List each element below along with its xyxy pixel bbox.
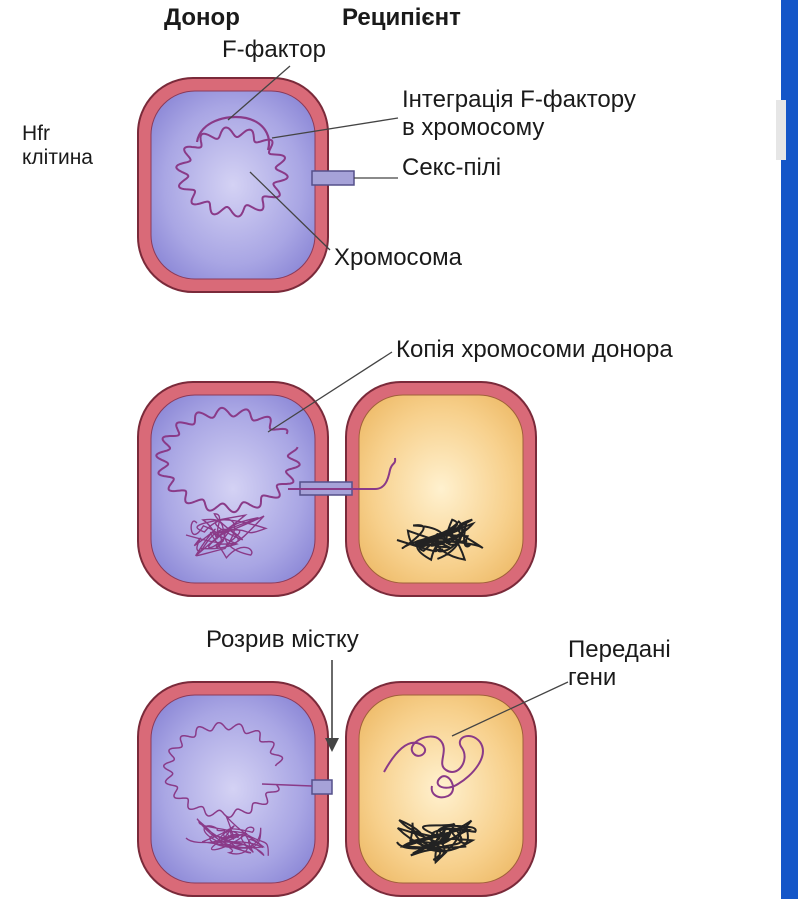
bridge-break-label: Розрив містку [206,626,359,654]
slide-edge-tab [776,100,786,160]
bridge-break-arrow [325,660,339,752]
hfr-cell-label: Hfr клітина [22,122,93,170]
integration-label: Інтеграція F-фактору в хромосому [402,86,636,142]
donor-header: Донор [164,4,240,32]
sex-pili-label: Секс-пілі [402,154,501,182]
stage3-recipient-cell [346,682,536,896]
transferred-genes-label: Передані гени [568,636,671,692]
donor-copy-label: Копія хромосоми донора [396,336,673,364]
stage3-pilus-stub [312,780,332,794]
stage1-donor-cell [138,78,328,292]
recipient-header: Реципієнт [342,4,461,32]
stage3-donor-cell [138,682,328,896]
chromosome-label: Хромосома [334,244,462,272]
f-factor-label: F-фактор [222,36,326,64]
stage1-sex-pilus [312,171,354,185]
